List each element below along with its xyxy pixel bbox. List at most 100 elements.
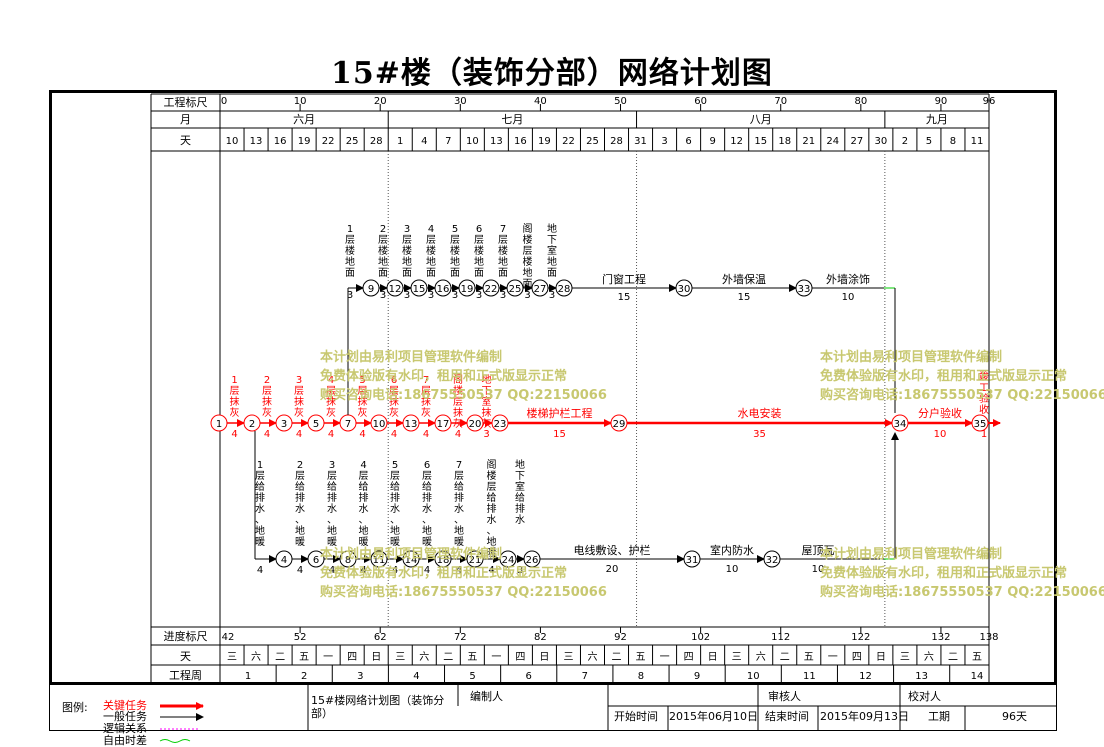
day-cell: 28: [610, 136, 623, 147]
day-cell: 19: [298, 136, 311, 147]
upper-task-name: 地下室地面: [547, 222, 557, 279]
lower-task-duration: 4: [257, 565, 263, 576]
upper-node-label: 28: [558, 284, 571, 295]
progress-tick-label: 138: [979, 632, 998, 643]
day-cell: 7: [445, 136, 451, 147]
scale-tick-label: 96: [983, 96, 996, 107]
critical-task-duration: 4: [231, 429, 237, 440]
day-cell: 4: [421, 136, 427, 147]
progress-tick-label: 62: [374, 632, 387, 643]
progress-tick-label: 122: [851, 632, 870, 643]
critical-task-name: 水电安装: [738, 406, 782, 420]
upper-task-name: 外墙涂饰: [826, 272, 870, 286]
upper-node-label: 27: [534, 284, 547, 295]
critical-task-name: 阁楼层抹灰: [453, 373, 463, 430]
upper-task-duration: 3: [404, 290, 410, 301]
critical-node-label: 2: [249, 419, 255, 430]
scale-tick-label: 70: [774, 96, 787, 107]
upper-node: [531, 279, 549, 297]
critical-node: [243, 414, 261, 432]
weekday-cell: 五: [972, 652, 982, 663]
critical-node: [466, 414, 484, 432]
reviewer-label: 审核人: [768, 690, 801, 703]
lower-node: [499, 550, 517, 568]
weekday-cell: 三: [395, 652, 405, 663]
month-label: 月: [180, 113, 191, 126]
weekday-cell: 四: [852, 652, 862, 663]
lower-node: [523, 550, 541, 568]
lower-node: [763, 550, 781, 568]
weekday-cell: 六: [251, 651, 261, 663]
lower-task-name: 地下室给排水: [515, 458, 525, 526]
weekday-cell: 二: [443, 652, 453, 663]
lower-task-duration: 20: [606, 564, 619, 575]
weekday-cell: 日: [876, 652, 886, 663]
weekday-cell: 二: [612, 652, 622, 663]
progress-tick-label: 132: [931, 632, 950, 643]
day-cell: 13: [490, 136, 503, 147]
start-label: 开始时间: [614, 710, 658, 723]
day-cell: 16: [514, 136, 527, 147]
weekday-cell: 日: [371, 652, 381, 663]
scale-tick-label: 50: [614, 96, 627, 107]
critical-task-name: 楼梯护栏工程: [527, 406, 593, 420]
watermark-text: 免费体验版有水印，租用和正式版显示正常: [320, 368, 567, 384]
checker-label: 校对人: [908, 690, 941, 703]
day-cell: 27: [850, 136, 863, 147]
legend-panel: [49, 685, 1057, 731]
upper-node: [675, 279, 693, 297]
lower-task-name: 室内防水: [710, 543, 754, 557]
upper-task-duration: 3: [476, 290, 482, 301]
progress-tick-label: 112: [771, 632, 790, 643]
critical-node-label: 35: [974, 419, 987, 430]
weekday-cell: 五: [804, 652, 814, 663]
week-cell: 5: [469, 671, 475, 682]
critical-node-label: 29: [613, 419, 626, 430]
day-cell: 24: [826, 136, 839, 147]
critical-node: [370, 414, 388, 432]
critical-task-duration: 1: [981, 429, 987, 440]
legend-float-label: 自由时差: [103, 734, 147, 747]
upper-task-duration: 3: [428, 290, 434, 301]
legend-float-line: [159, 739, 191, 743]
critical-node: [434, 414, 452, 432]
critical-node: [402, 414, 420, 432]
day-cell: 9: [709, 136, 715, 147]
critical-task-name: 分户验收: [918, 406, 962, 420]
critical-node-label: 13: [405, 419, 418, 430]
weekday-cell: 四: [684, 652, 694, 663]
scale-tick-label: 90: [935, 96, 948, 107]
lower-task-name: 阁楼层给排水、地暖: [487, 458, 497, 559]
upper-task-duration: 15: [618, 292, 631, 303]
upper-task-duration: 3: [524, 290, 530, 301]
weekday-cell: 一: [491, 652, 501, 663]
lower-node: [370, 550, 388, 568]
scale-tick-label: 10: [294, 96, 307, 107]
lower-node: [307, 550, 325, 568]
month-cell: 七月: [501, 113, 523, 126]
day-cell: 1: [397, 136, 403, 147]
lower-task-duration: 4: [392, 565, 398, 576]
upper-node-label: 19: [461, 284, 474, 295]
lower-task-duration: 4: [424, 565, 430, 576]
watermark-text: 免费体验版有水印，租用和正式版显示正常: [820, 368, 1067, 384]
lower-node-label: 8: [345, 555, 351, 566]
lower-task-duration: 4: [329, 565, 335, 576]
upper-node: [555, 279, 573, 297]
upper-node: [506, 279, 524, 297]
watermark-text: 本计划由易利项目管理软件编制: [820, 546, 1002, 562]
week-cell: 14: [971, 671, 984, 682]
watermark-text: 购买咨询电话:18675550537 QQ:22150066: [320, 584, 607, 600]
day-cell: 13: [250, 136, 263, 147]
upper-task-duration: 3: [500, 290, 506, 301]
